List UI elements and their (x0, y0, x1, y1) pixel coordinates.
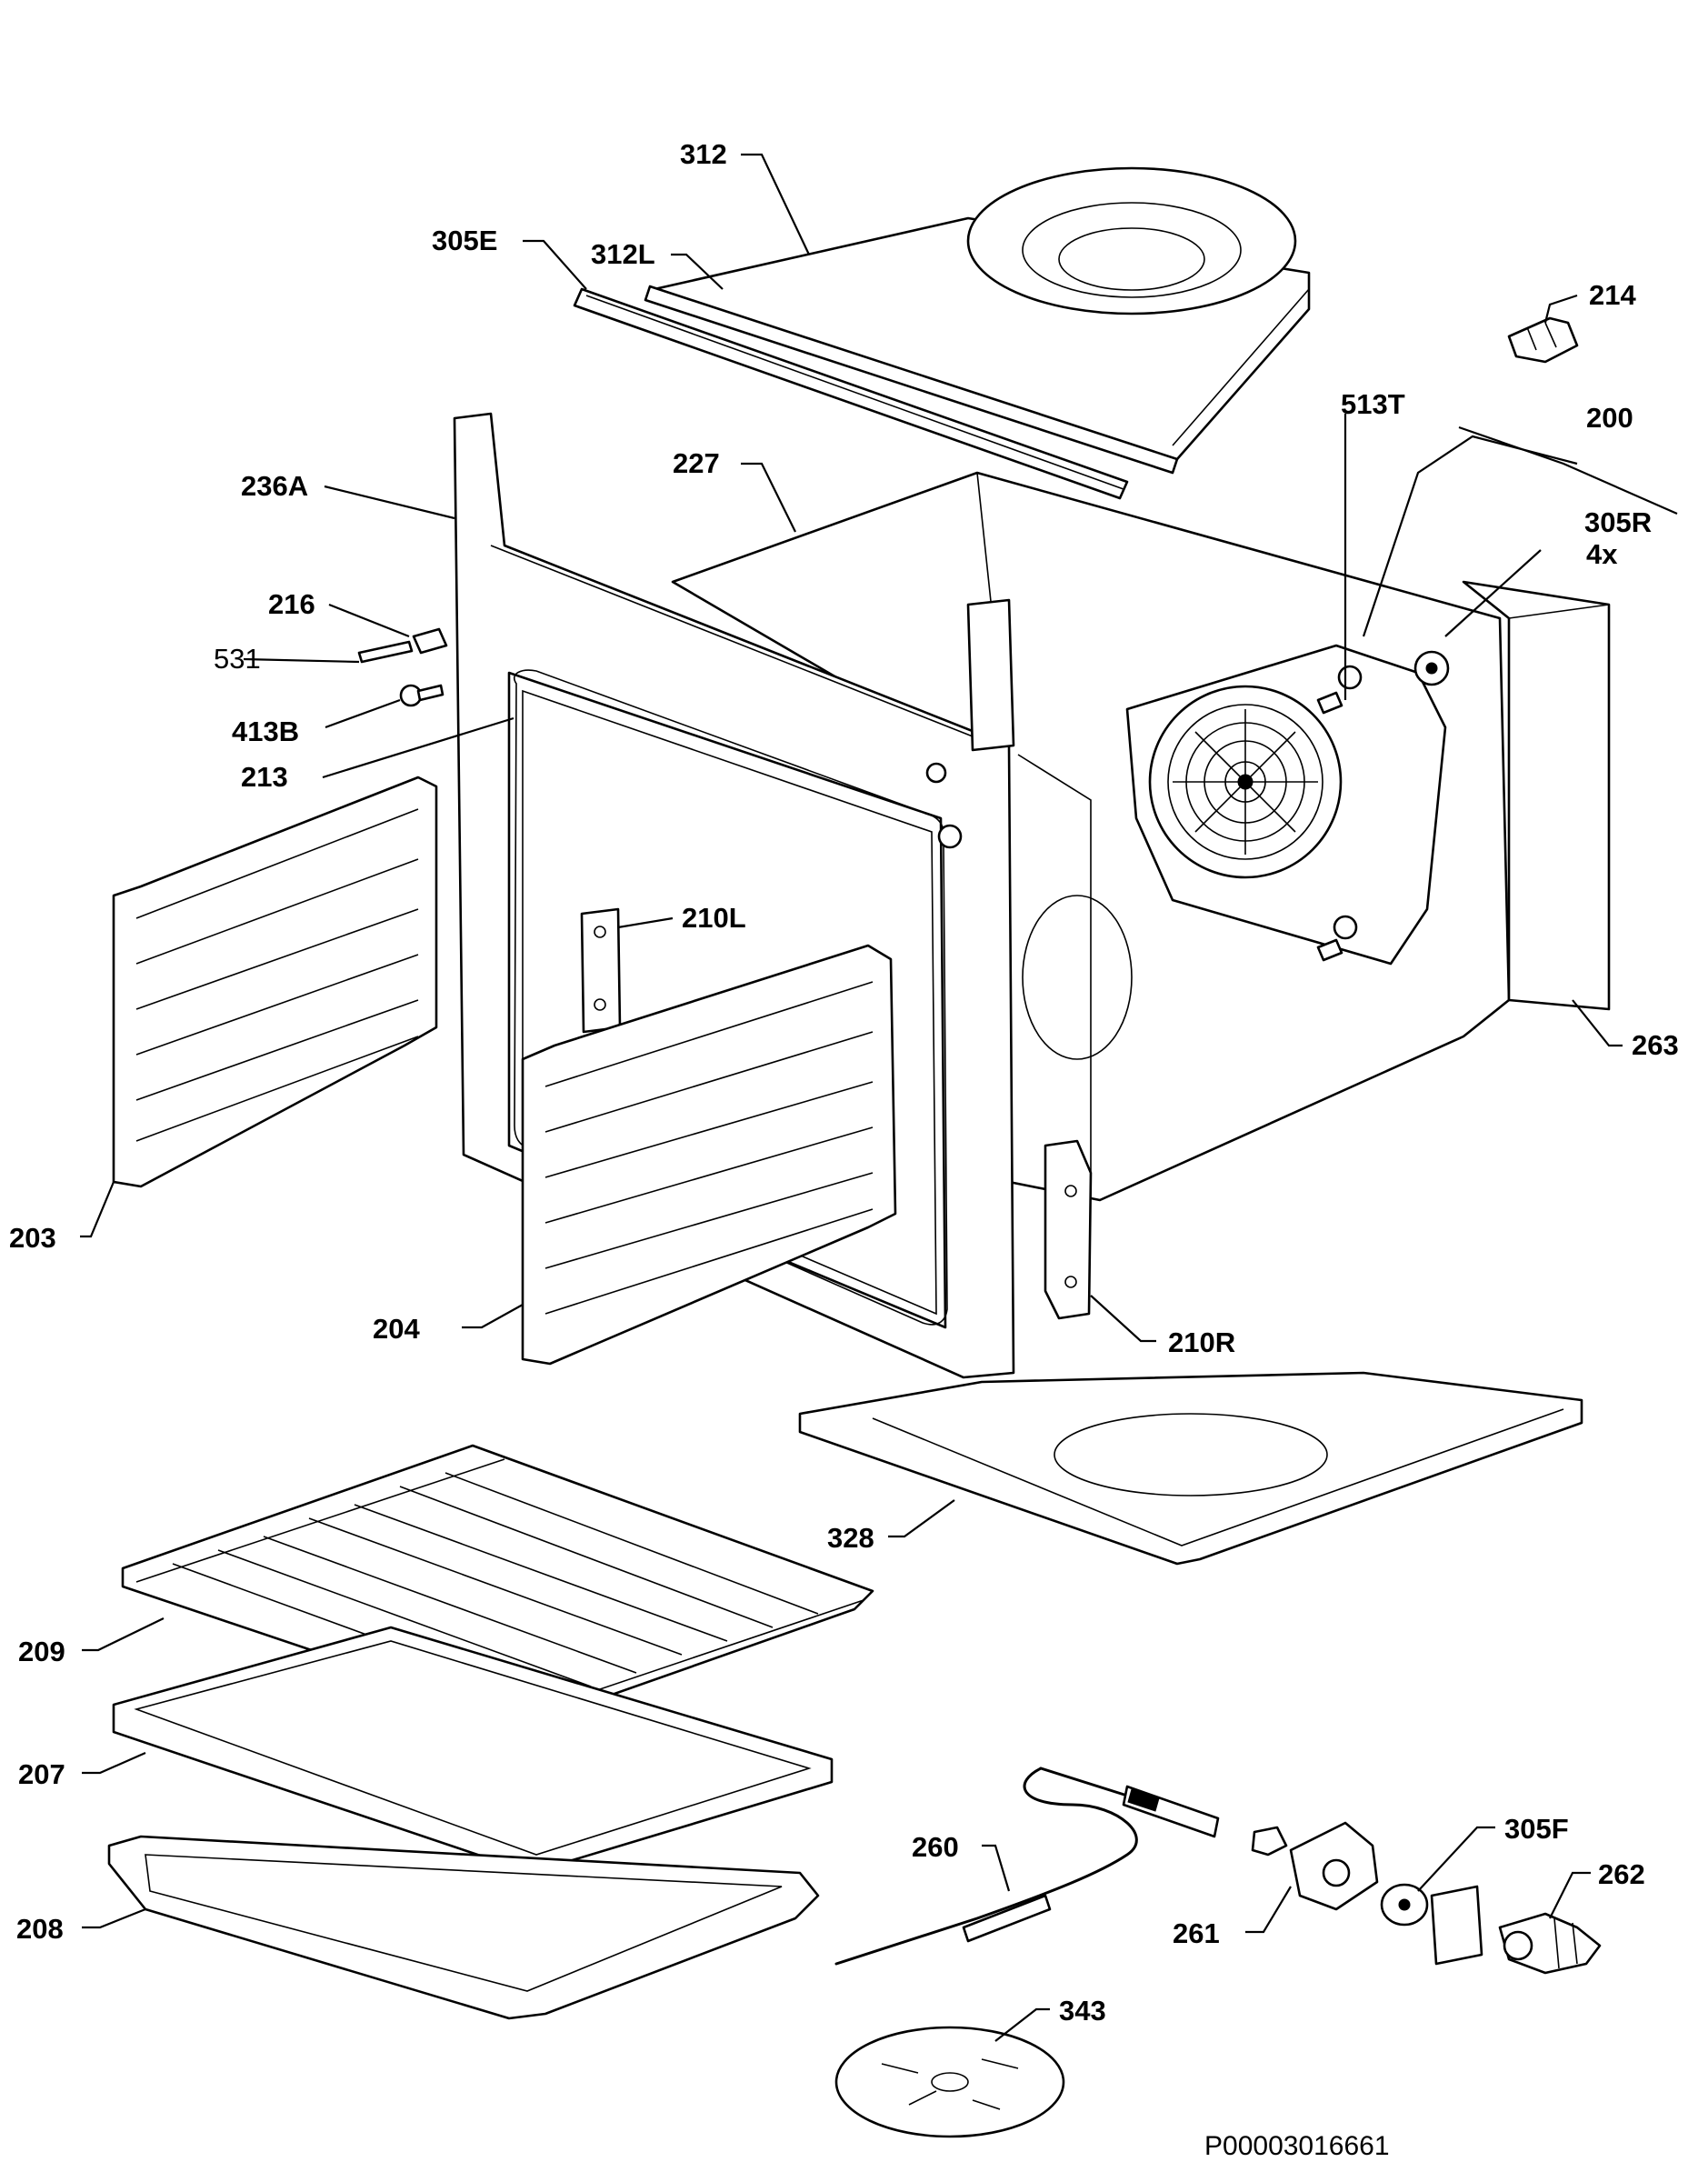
callout-227: 227 (673, 447, 720, 479)
part-204-right-rack (521, 944, 897, 1366)
callout-328: 328 (827, 1522, 874, 1554)
part-203-left-rack (112, 776, 438, 1188)
callout-312: 312 (680, 138, 727, 170)
part-312-top-cover (653, 166, 1311, 461)
callout-343: 343 (1059, 1995, 1106, 2027)
callout-261: 261 (1173, 1917, 1220, 1949)
callout-204: 204 (373, 1313, 420, 1345)
callout-305R: 305R (1584, 506, 1652, 538)
part-343-disc (834, 2026, 1065, 2138)
callout-305E: 305E (432, 225, 497, 256)
part-261-bracket (1251, 1821, 1379, 1911)
callout-305F: 305F (1504, 1813, 1569, 1845)
part-260-meat-probe (834, 1767, 1220, 1966)
part-210L-rail (580, 907, 622, 1034)
part-312L-strip (644, 285, 1179, 475)
part-328-bottom-plate (798, 1371, 1583, 1566)
part-216-531-413B-hardware (357, 627, 963, 849)
part-208-deep-pan (107, 1835, 820, 2020)
callout-236A: 236A (241, 470, 308, 502)
callout-200: 200 (1586, 402, 1633, 434)
part-213-door-seal (514, 669, 948, 1326)
part-305F-gasket (1380, 1883, 1483, 1966)
callout-216: 216 (268, 588, 315, 620)
part-210R-rail (1044, 1139, 1093, 1320)
part-263-back-panel (1462, 580, 1611, 1011)
callout-214: 214 (1589, 279, 1636, 311)
leader-lines (80, 153, 1678, 2042)
callout-labels: 312 305E 312L 214 513T 200 227 236A 305R… (9, 138, 1679, 2161)
callout-208: 208 (16, 1913, 64, 1945)
callout-210L: 210L (682, 902, 746, 934)
part-214-clip (1507, 316, 1579, 364)
callout-262: 262 (1598, 1858, 1645, 1890)
callout-413B: 413B (232, 716, 299, 747)
callout-210R: 210R (1168, 1326, 1235, 1358)
callout-213: 213 (241, 761, 288, 793)
part-262-socket (1498, 1912, 1602, 1975)
callout-513T: 513T (1341, 388, 1405, 420)
part-513T-screws (1316, 691, 1343, 962)
callout-531: 531 (214, 643, 261, 675)
document-code: P00003016661 (1204, 2131, 1390, 2161)
callout-209: 209 (18, 1636, 65, 1667)
callout-312L: 312L (591, 238, 655, 270)
callout-263: 263 (1632, 1029, 1679, 1061)
part-207-tray (112, 1626, 834, 1870)
callout-203: 203 (9, 1222, 56, 1254)
part-305E-seal (573, 287, 1129, 500)
callout-207: 207 (18, 1758, 65, 1790)
callout-4x: 4x (1586, 538, 1618, 570)
callout-260: 260 (912, 1831, 959, 1863)
